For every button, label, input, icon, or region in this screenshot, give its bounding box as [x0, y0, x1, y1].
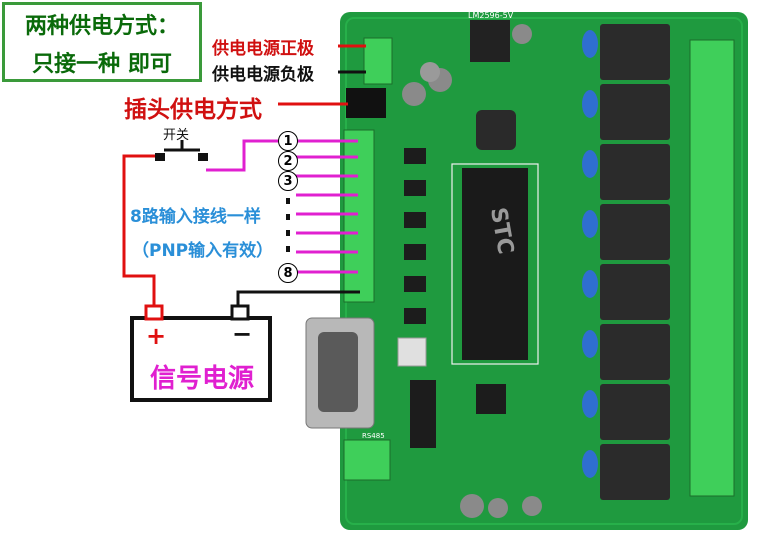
title-line-1: 两种供电方式： [24, 14, 179, 39]
inductor [476, 110, 516, 150]
input-number-2: 2 [278, 151, 298, 171]
input-number-8: 8 [278, 263, 298, 283]
dc-jack [346, 88, 386, 118]
switch-symbol [155, 140, 208, 161]
rs485-terminal [343, 439, 391, 481]
ellipsis-dots [286, 198, 290, 252]
title-line-2: 只接一种 即可 [32, 52, 172, 77]
output-terminal-strip [689, 39, 735, 497]
power-terminal [363, 37, 393, 85]
positive-label: 供电电源正极 [212, 39, 314, 59]
blue-capacitors [582, 30, 598, 478]
input-number-3: 3 [278, 171, 298, 191]
positive-wire [122, 154, 158, 308]
input-number-1: 1 [278, 131, 298, 151]
switch-to-input-wire [206, 139, 278, 172]
plug-power-label: 插头供电方式 [124, 97, 262, 123]
input-wires [288, 139, 358, 274]
mcu-chip [462, 168, 528, 360]
inputs-note-line-2: （PNP输入有效） [132, 241, 274, 261]
battery-plus: + [146, 322, 167, 350]
rs485-label: RS485 [362, 432, 385, 440]
negative-label: 供电电源负极 [212, 65, 314, 85]
battery [130, 304, 272, 402]
battery-label: 信号电源 [150, 364, 255, 394]
ic-small-1 [410, 380, 436, 448]
ic-small-2 [476, 384, 506, 414]
regulator [470, 20, 510, 62]
optocouplers [404, 148, 426, 324]
push-button [397, 337, 427, 367]
pcb-board [340, 12, 748, 530]
switch-label: 开关 [163, 128, 190, 143]
battery-minus: − [232, 320, 253, 348]
inputs-note-line-1: 8路输入接线一样 [130, 207, 261, 227]
regulator-label: LM2596-5V [468, 11, 514, 20]
negative-wire [236, 290, 360, 308]
title-box [2, 2, 202, 82]
relay-column [600, 24, 670, 500]
